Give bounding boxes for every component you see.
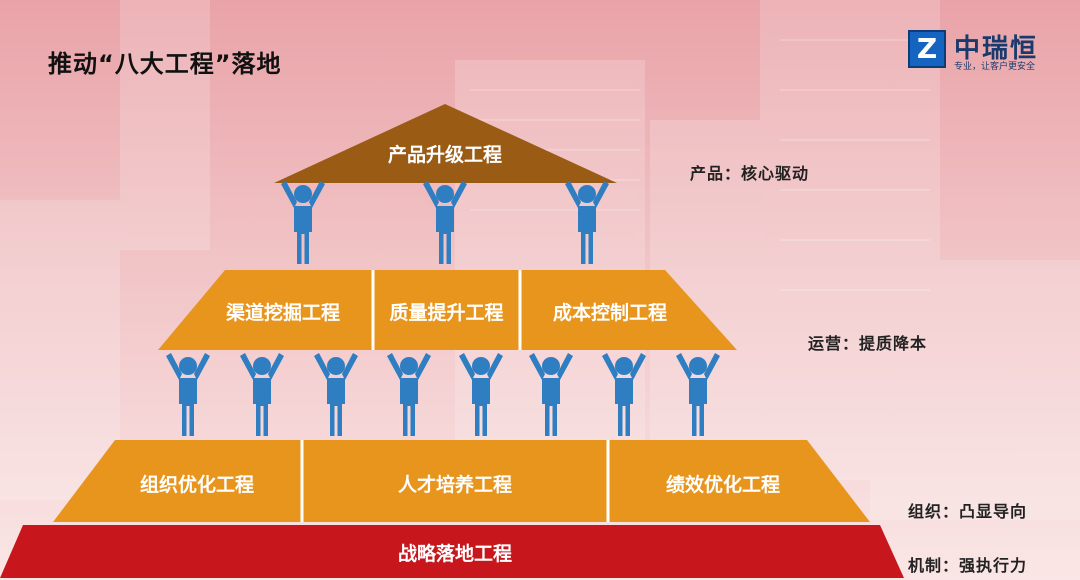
person-arms-up-icon [676, 353, 720, 436]
side-label-operation: 运营：提质降本 [808, 334, 928, 353]
side-label-product: 产品：核心驱动 [690, 164, 810, 183]
bottom-block [53, 440, 870, 522]
middle-block-label-1: 渠道挖掘工程 [225, 302, 340, 324]
person-arms-up-icon [459, 353, 503, 436]
person-arms-up-icon [166, 353, 210, 436]
middle-block-label-2: 质量提升工程 [389, 302, 504, 324]
base-block [0, 525, 904, 578]
page-title: 推动“八大工程”落地 [48, 50, 282, 78]
person-arms-up-icon [387, 353, 431, 436]
person-arms-up-icon [529, 353, 573, 436]
company-logo: Z 中瑞恒 专业，让客户更安全 [908, 30, 1048, 72]
logo-slogan: 专业，让客户更安全 [954, 62, 1036, 72]
side-label-mechanism: 机制：强执行力 [908, 556, 1028, 575]
bottom-block-label-1: 组织优化工程 [139, 474, 254, 496]
top-block [274, 104, 617, 183]
person-arms-up-icon [602, 353, 646, 436]
person-arms-up-icon [565, 181, 609, 264]
side-label-organization: 组织：凸显导向 [908, 502, 1028, 521]
middle-block [158, 270, 737, 350]
bottom-block-label-2: 人才培养工程 [397, 474, 512, 496]
base-block-label: 战略落地工程 [397, 543, 512, 565]
logo-mark: Z [908, 30, 946, 68]
person-arms-up-icon [240, 353, 284, 436]
person-arms-up-icon [423, 181, 467, 264]
logo-name: 中瑞恒 [954, 34, 1039, 64]
person-arms-up-icon [281, 181, 325, 264]
middle-block-label-3: 成本控制工程 [552, 302, 667, 324]
bottom-block-label-3: 绩效优化工程 [665, 474, 780, 496]
top-block-label: 产品升级工程 [387, 144, 502, 166]
person-arms-up-icon [314, 353, 358, 436]
